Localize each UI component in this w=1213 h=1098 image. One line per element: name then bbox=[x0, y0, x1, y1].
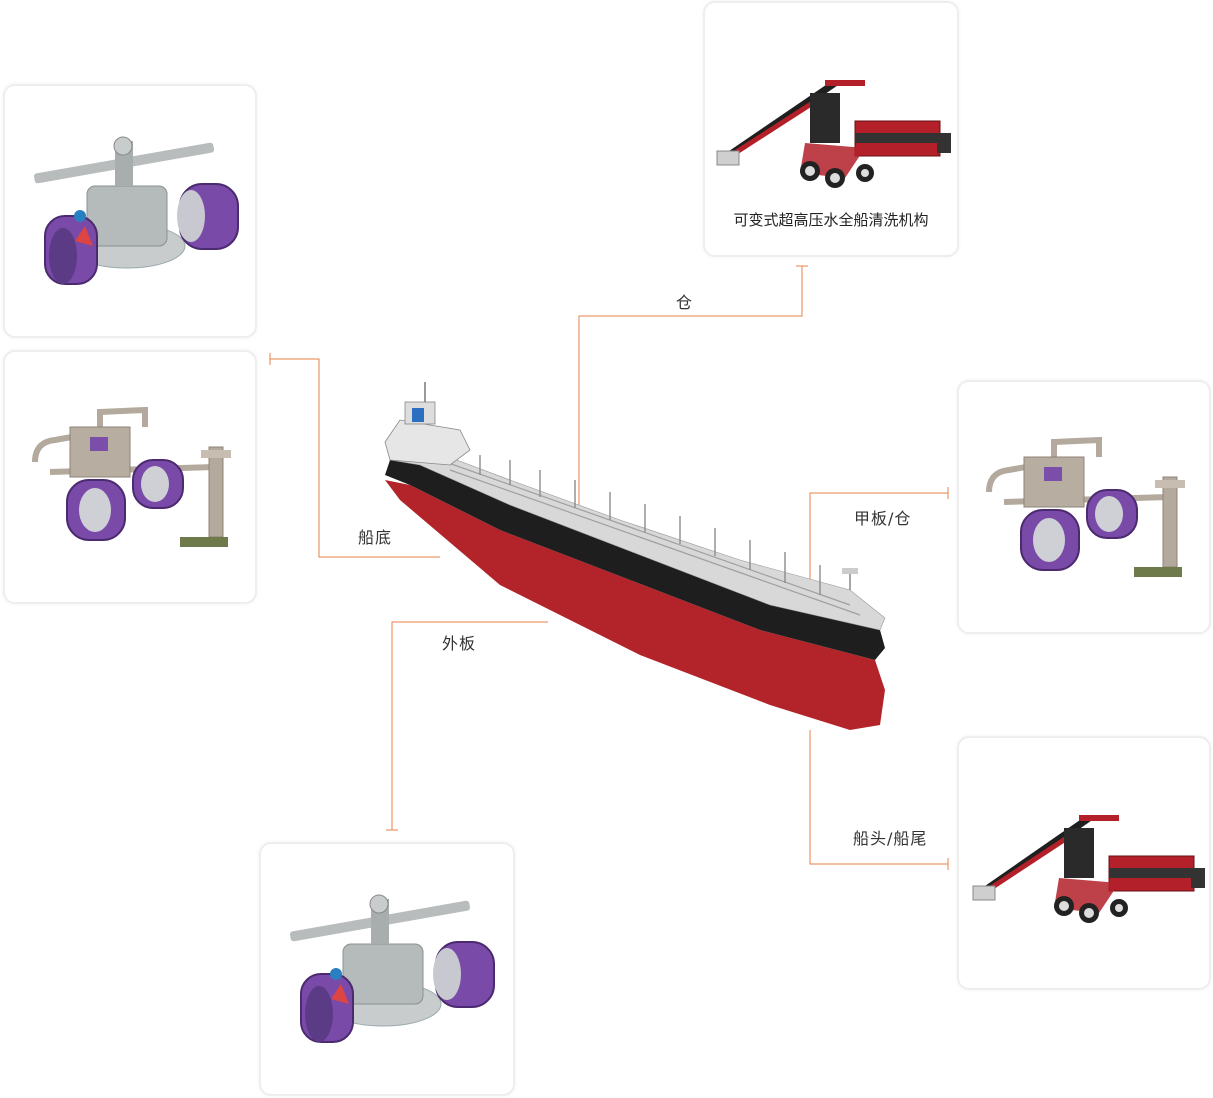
card-caption: 可变式超高压水全船清洗机构 bbox=[733, 211, 929, 229]
robot-card-arm-crawler-right bbox=[957, 380, 1211, 634]
label-outer-plate: 外板 bbox=[442, 634, 477, 653]
label-bow-stern: 船头/船尾 bbox=[853, 829, 928, 848]
robot-card-hull-crawler-bottom bbox=[259, 842, 515, 1096]
robot-card-arm-crawler-left bbox=[3, 350, 257, 604]
tanker-ship-image bbox=[384, 382, 886, 730]
label-hold: 仓 bbox=[676, 293, 694, 312]
high-pressure-cleaning-machine-image bbox=[716, 80, 951, 188]
label-bottom: 船底 bbox=[358, 528, 393, 547]
robot-card-high-pressure-cleaner: 可变式超高压水全船清洗机构 bbox=[703, 1, 959, 257]
arm-crawler-robot-image bbox=[32, 406, 231, 547]
hull-crawler-robot-image bbox=[33, 136, 239, 285]
label-deck-hold: 甲板/仓 bbox=[854, 509, 912, 528]
hull-crawler-robot-image bbox=[289, 894, 495, 1043]
red-arm-machine-image bbox=[972, 815, 1205, 923]
robot-card-red-arm-machine bbox=[957, 736, 1211, 990]
robot-card-hull-crawler-top bbox=[3, 84, 257, 338]
arm-crawler-robot-image bbox=[986, 436, 1185, 577]
